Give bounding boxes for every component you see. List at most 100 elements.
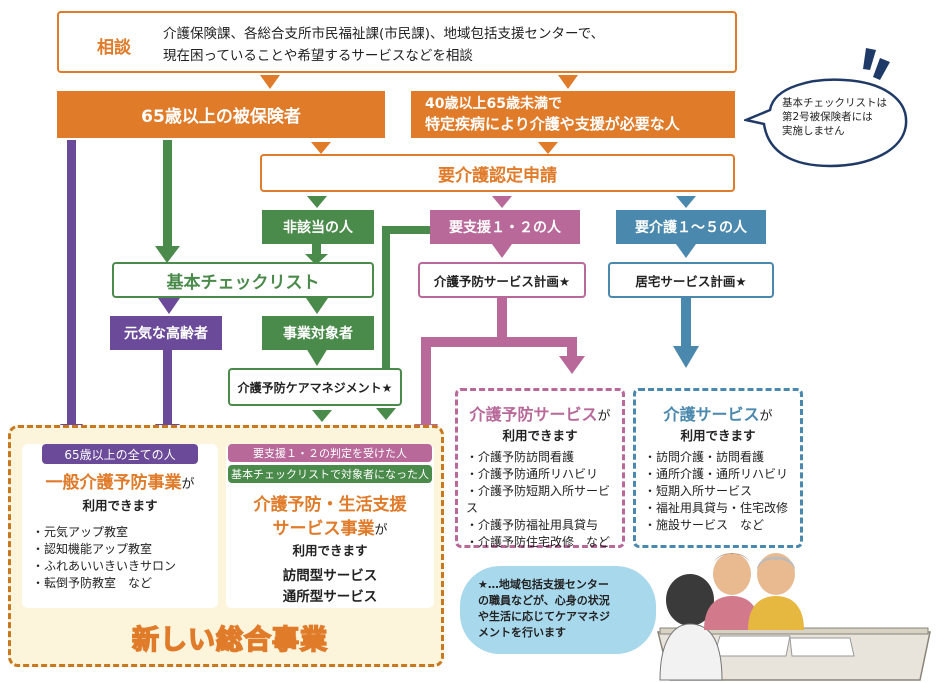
green-line-over65 (163, 140, 172, 250)
not-applicable-label: 非該当の人 (283, 220, 353, 236)
prevention-service-heading: 介護予防サービスが (458, 401, 622, 425)
arrow-na-head (305, 254, 328, 265)
general-heading: 一般介護予防事業が (22, 468, 218, 493)
bubble-line1: 基本チェックリストは (782, 97, 887, 109)
arrow-mgmt-to-life (312, 410, 332, 422)
list-item: ・認知機能アップ教室 (32, 542, 153, 556)
arrow-pink-service-head (559, 356, 585, 374)
blue-line-home-down (681, 298, 691, 350)
general-program-box: 65歳以上の全ての人 一般介護予防事業が 利用できます ・元気アップ教室 ・認知… (22, 444, 218, 608)
note-line4: メントを行います (478, 626, 566, 639)
age40-line1: 40歳以上65歳未満で (425, 96, 562, 112)
age40-box: 40歳以上65歳未満で 特定疾病により介護や支援が必要な人 (411, 91, 735, 138)
list-item: ・転倒予防教室 など (32, 576, 153, 590)
home-plan-label: 居宅サービス計画★ (635, 273, 747, 289)
life-item-2: 通所型サービス (282, 589, 378, 605)
care-service-list: ・訪問介護・訪問看護 ・通所介護・通所リハビリ ・短期入所サービス ・福祉用具貸… (644, 449, 788, 534)
age40-line2: 特定疾病により介護や支援が必要な人 (425, 115, 680, 133)
pink-line-plan-down (497, 298, 507, 338)
care-service-heading: 介護サービスが (636, 401, 800, 425)
consult-label: 相談 (97, 38, 131, 58)
green-line-na (312, 244, 321, 256)
life-badge-1: 要支援１・２の判定を受けた人 (228, 444, 432, 462)
list-item: ・介護予防福祉用具貸与 (466, 518, 599, 532)
exclaim-mark-2 (873, 58, 890, 80)
not-applicable-box: 非該当の人 (262, 210, 374, 244)
list-item: ・介護予防訪問看護 (466, 450, 575, 464)
arrow-check-to-healthy (158, 298, 180, 314)
life-sub: 利用できます (292, 543, 368, 558)
healthy-elderly-box: 元気な高齢者 (110, 316, 222, 350)
note-line2: の職員などが、心身の状況 (478, 594, 610, 607)
certification-box: 要介護認定申請 (260, 154, 735, 192)
arrow-check-to-target (306, 298, 328, 314)
prevention-service-list: ・介護予防訪問看護 ・介護予防通所リハビリ ・介護予防短期入所サービス ・介護予… (466, 449, 622, 551)
life-support-box: 要支援１・２の判定を受けた人 基本チェックリストで対象者になった人 介護予防・生… (226, 444, 434, 608)
general-title: 一般介護予防事業 (45, 473, 182, 493)
life-badge-2-label: 基本チェックリストで対象者になった人 (231, 468, 429, 481)
life-ga: が (374, 523, 388, 538)
prevention-plan-box: 介護予防サービス計画★ (418, 262, 586, 298)
care-service-box: 介護サービスが 利用できます ・訪問介護・訪問看護 ・通所介護・通所リハビリ ・… (633, 388, 803, 548)
life-heading-2: サービス事業が (226, 514, 434, 539)
prevention-plan-label: 介護予防サービス計画★ (433, 273, 571, 289)
general-badge: 65歳以上の全ての人 (42, 444, 198, 464)
life-title-1: 介護予防・生活支援 (253, 495, 407, 515)
care-service-sub: 利用できます (680, 428, 756, 443)
support12-label: 要支援１・２の人 (449, 220, 561, 236)
care-service-ga: が (759, 409, 773, 424)
life-badge-2: 基本チェックリストで対象者になった人 (228, 465, 432, 483)
care15-label: 要介護１～５の人 (635, 220, 747, 236)
new-program-label: 新しい総合事業 (131, 624, 328, 657)
consultation-illustration (657, 553, 931, 681)
purple-line-healthy (163, 350, 172, 428)
arrow-care-to-home (676, 244, 696, 258)
arrow-cert-to-sup (492, 196, 512, 208)
arrow-sup-to-plan (492, 244, 512, 258)
healthy-elderly-label: 元気な高齢者 (124, 326, 208, 342)
arrow-green-bend-head (376, 408, 396, 420)
consult-box: 相談 介護保険課、各総合支所市民福祉課(市民課)、地域包括支援センターで、 現在… (57, 11, 737, 73)
life-badge-1-label: 要支援１・２の判定を受けた人 (253, 447, 407, 460)
prevention-service-sub: 利用できます (502, 428, 578, 443)
list-item: ・元気アップ教室 (32, 525, 129, 539)
checklist-box: 基本チェックリスト (112, 262, 374, 298)
arrow-target-to-mgmt (306, 348, 328, 366)
pink-branch-line (421, 337, 577, 430)
care-service-title: 介護サービス (663, 405, 760, 424)
prevention-service-box: 介護予防サービスが 利用できます ・介護予防訪問看護 ・介護予防通所リハビリ ・… (455, 388, 625, 551)
certification-label: 要介護認定申請 (438, 165, 557, 186)
care-mgmt-box: 介護予防ケアマネジメント★ (228, 368, 402, 406)
arrow-consult-to-over65 (260, 75, 280, 89)
target-person-label: 事業対象者 (283, 326, 353, 342)
care15-box: 要介護１～５の人 (616, 210, 766, 244)
checklist-label: 基本チェックリスト (166, 272, 320, 293)
list-item: ・ふれあいいきいきサロン (32, 559, 177, 573)
arrow-blue-head (673, 346, 699, 368)
list-item: ・通所介護・通所リハビリ (644, 467, 789, 481)
speech-bubble-shape (744, 78, 908, 168)
over65-box: 65歳以上の被保険者 (57, 91, 385, 138)
general-sub: 利用できます (82, 498, 158, 513)
life-title-2: サービス事業 (272, 519, 375, 539)
bubble-line2: 第2号被保険者には (782, 111, 873, 123)
support12-box: 要支援１・２の人 (430, 210, 580, 244)
prevention-service-title: 介護予防サービス (469, 405, 598, 424)
care-mgmt-label: 介護予防ケアマネジメント★ (237, 380, 393, 395)
arrow-over65-to-cert (311, 142, 331, 154)
general-ga: が (181, 477, 195, 492)
green-bend-line (382, 226, 430, 396)
list-item: ・施設サービス など (644, 518, 765, 532)
arrow-cert-to-na (307, 196, 327, 208)
list-item: ・短期入所サービス (644, 484, 753, 498)
list-item: ・介護予防住宅改修 など (466, 535, 611, 549)
consult-text-1: 介護保険課、各総合支所市民福祉課(市民課)、地域包括支援センターで、 (163, 26, 605, 42)
purple-line-left (67, 140, 76, 428)
list-item: ・介護予防短期入所サービス (466, 484, 611, 515)
bubble-line3: 実施しません (782, 125, 845, 137)
list-item: ・訪問介護・訪問看護 (644, 450, 765, 464)
consult-text-2: 現在困っていることや希望するサービスなどを相談 (163, 48, 473, 64)
home-plan-box: 居宅サービス計画★ (608, 262, 774, 298)
arrow-cert-to-care (676, 196, 696, 208)
life-item-1: 訪問型サービス (282, 568, 378, 584)
